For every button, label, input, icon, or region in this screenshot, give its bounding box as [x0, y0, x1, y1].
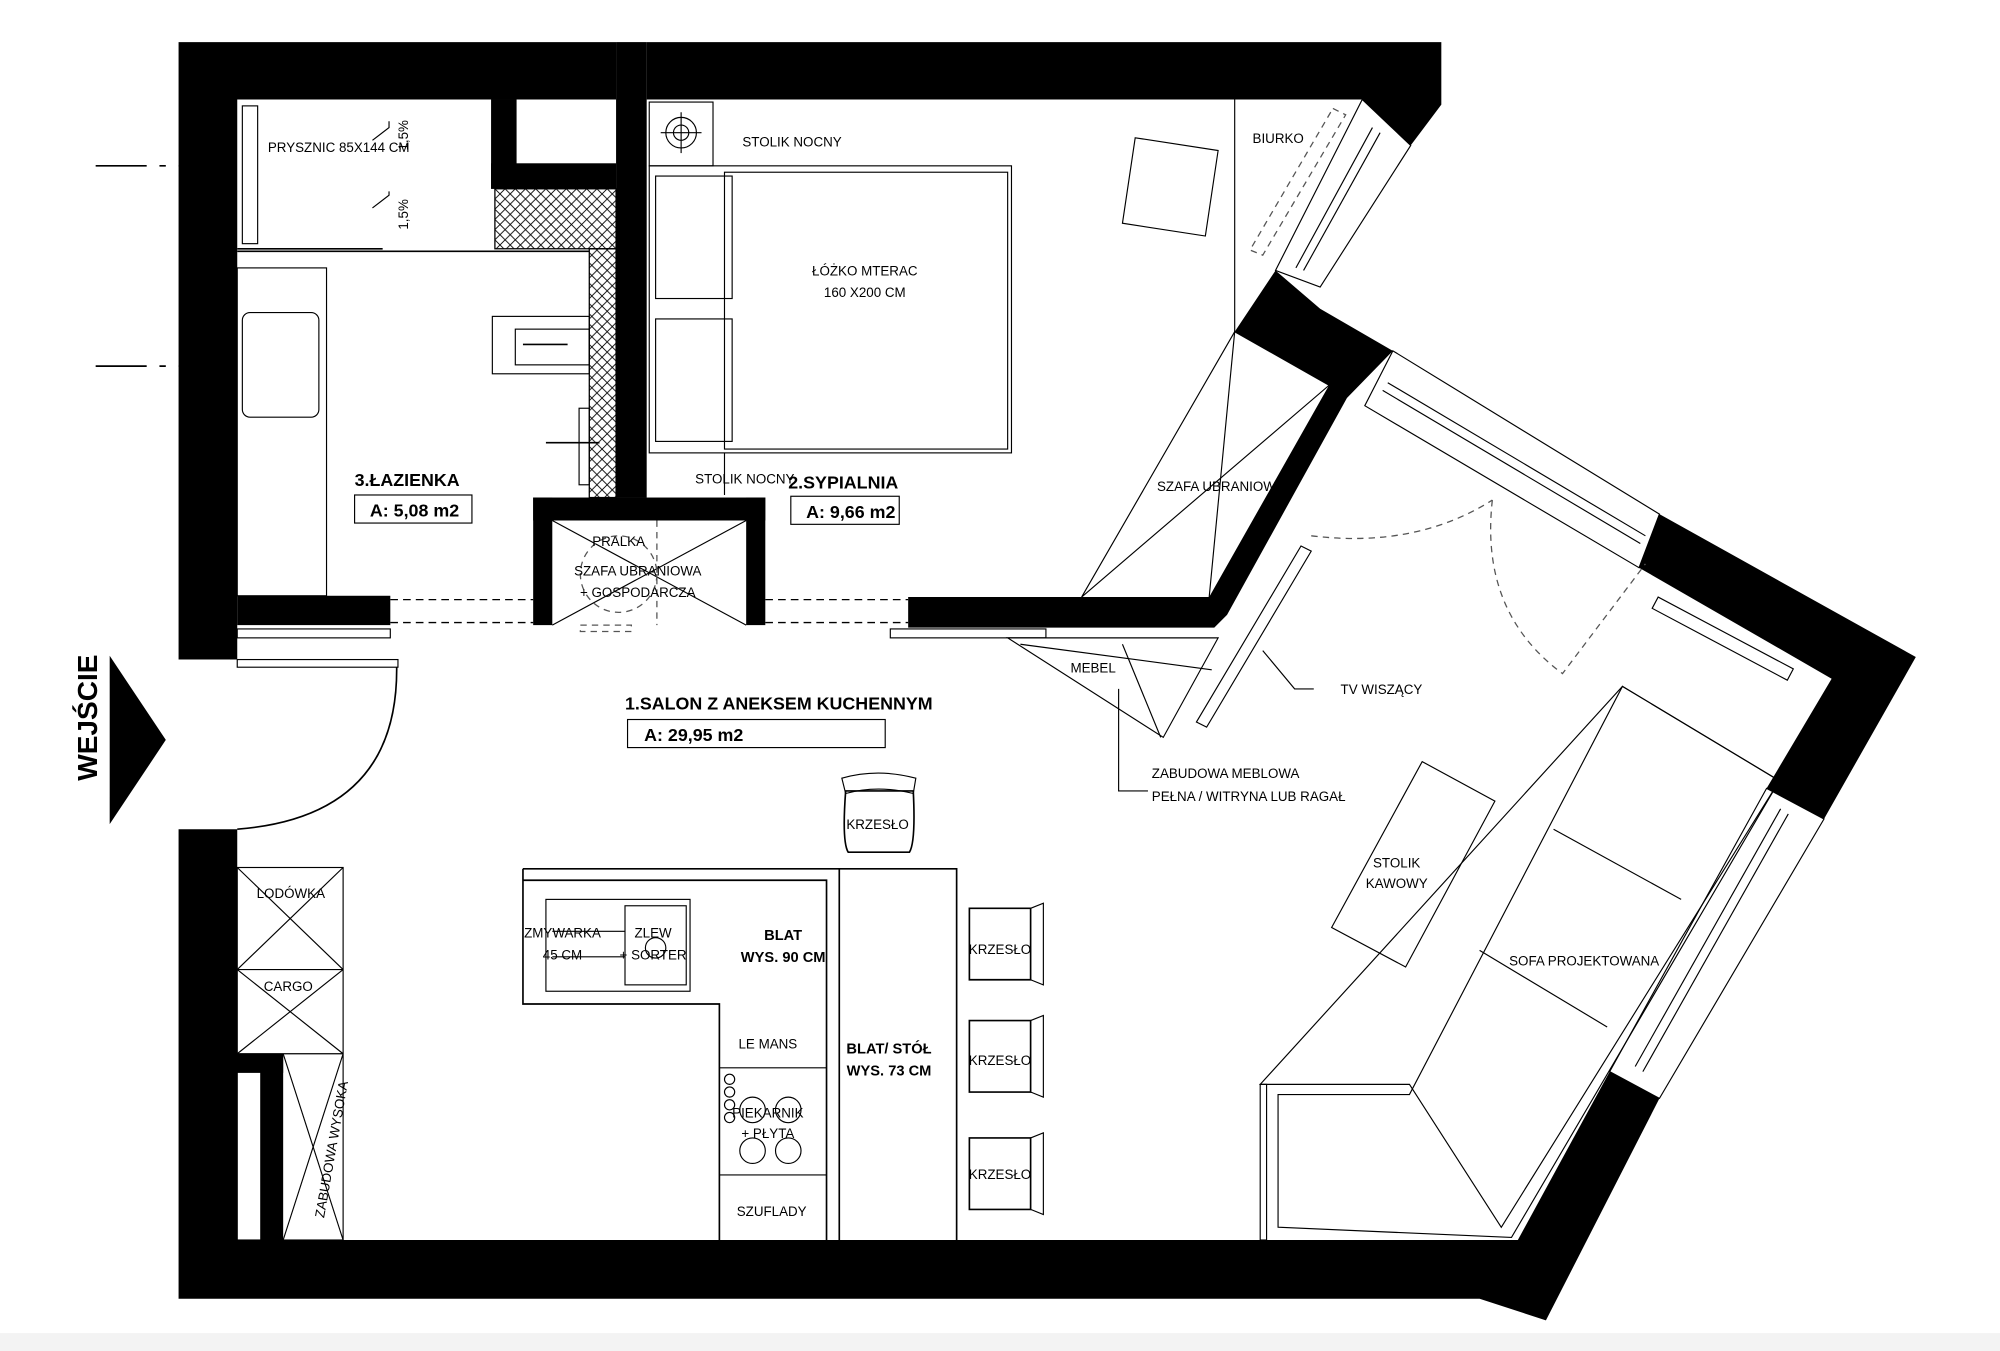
room-label-living: 1.SALON Z ANEKSEM KUCHENNYM A: 29,95 m2 [625, 693, 933, 749]
coffee-table-label-2: KAWOWY [1366, 876, 1428, 891]
table-label: BLAT/ STÓŁ [846, 1040, 931, 1058]
walls [178, 42, 1916, 1321]
washer-label: PRALKA [592, 534, 645, 549]
nightstand-label: STOLIK NOCNY [695, 472, 794, 487]
wardrobe-label: SZAFA UBRANIOWA [1157, 479, 1284, 494]
living-furniture [1005, 545, 1795, 1241]
dishwasher-size-label: 45 CM [543, 947, 582, 962]
sink-sorter-label: + SORTER [620, 947, 687, 962]
hatched-partition [494, 188, 617, 499]
utility-wardrobe-label-2: + GOSPODARCZA [580, 585, 696, 600]
fridge-label: LODÓWKA [257, 886, 325, 901]
fixture-labels: PRYSZNIC 85X144 CM 1,5% 1,5% STOLIK NOCN… [257, 120, 1660, 1219]
bedroom-title: 2.SYPIALNIA [788, 473, 898, 493]
slope-label: 1,5% [396, 120, 411, 151]
counter-height-label: WYS. 90 CM [741, 950, 826, 966]
slope-label: 1,5% [396, 199, 411, 230]
sink-label: ZLEW [634, 926, 672, 941]
coffee-table-label: STOLIK [1373, 855, 1420, 870]
room-label-bedroom: 2.SYPIALNIA A: 9,66 m2 [788, 473, 900, 525]
doors [236, 499, 1646, 831]
desk-label: BIURKO [1253, 131, 1304, 146]
dishwasher-label: ZMYWARKA [524, 926, 601, 941]
cabinet-label-2: PEŁNA / WITRYNA LUB RAGAŁ [1152, 789, 1346, 804]
le-mans-label: LE MANS [739, 1037, 798, 1052]
bed-label: ŁÓŻKO MTERAC [812, 264, 918, 279]
bathroom-area: A: 5,08 m2 [370, 501, 459, 521]
living-title: 1.SALON Z ANEKSEM KUCHENNYM [625, 693, 933, 713]
hob-label: + PŁYTA [741, 1126, 794, 1141]
drawers-label: SZUFLADY [737, 1204, 807, 1219]
tv-label: TV WISZĄCY [1341, 682, 1423, 697]
bedroom-furniture [648, 99, 1331, 598]
shower-label: PRYSZNIC 85X144 CM [268, 140, 410, 155]
utility-closet [552, 519, 747, 626]
furniture-label: MEBEL [1070, 660, 1115, 675]
bedroom-area: A: 9,66 m2 [806, 502, 895, 522]
table-height-label: WYS. 73 CM [847, 1063, 932, 1079]
counter-label: BLAT [764, 928, 802, 944]
bed-size-label: 160 X200 CM [824, 285, 906, 300]
oven-label: PIEKARNIK [732, 1106, 803, 1121]
nightstand-label: STOLIK NOCNY [742, 135, 841, 150]
utility-wardrobe-label: SZAFA UBRANIOWA [574, 563, 701, 578]
sofa-label: SOFA PROJEKTOWANA [1509, 954, 1659, 969]
windows [1249, 98, 1825, 1100]
cargo-label: CARGO [264, 979, 313, 994]
chairs [841, 772, 1044, 1216]
cabinet-label: ZABUDOWA MEBLOWA [1152, 766, 1300, 781]
bathroom-fixtures [95, 105, 600, 597]
entrance-arrow-icon [109, 655, 166, 825]
room-label-bathroom: 3.ŁAZIENKA A: 5,08 m2 [354, 470, 473, 524]
kitchen-units [236, 866, 958, 1241]
chair-label: KRZESŁO [969, 1053, 1031, 1068]
bathroom-title: 3.ŁAZIENKA [355, 470, 460, 490]
chair-label: KRZESŁO [969, 942, 1031, 957]
chair-label: KRZESŁO [969, 1167, 1031, 1182]
entrance-label: WEJŚCIE [72, 654, 103, 780]
chair-label: KRZESŁO [846, 817, 908, 832]
living-area: A: 29,95 m2 [644, 725, 743, 745]
